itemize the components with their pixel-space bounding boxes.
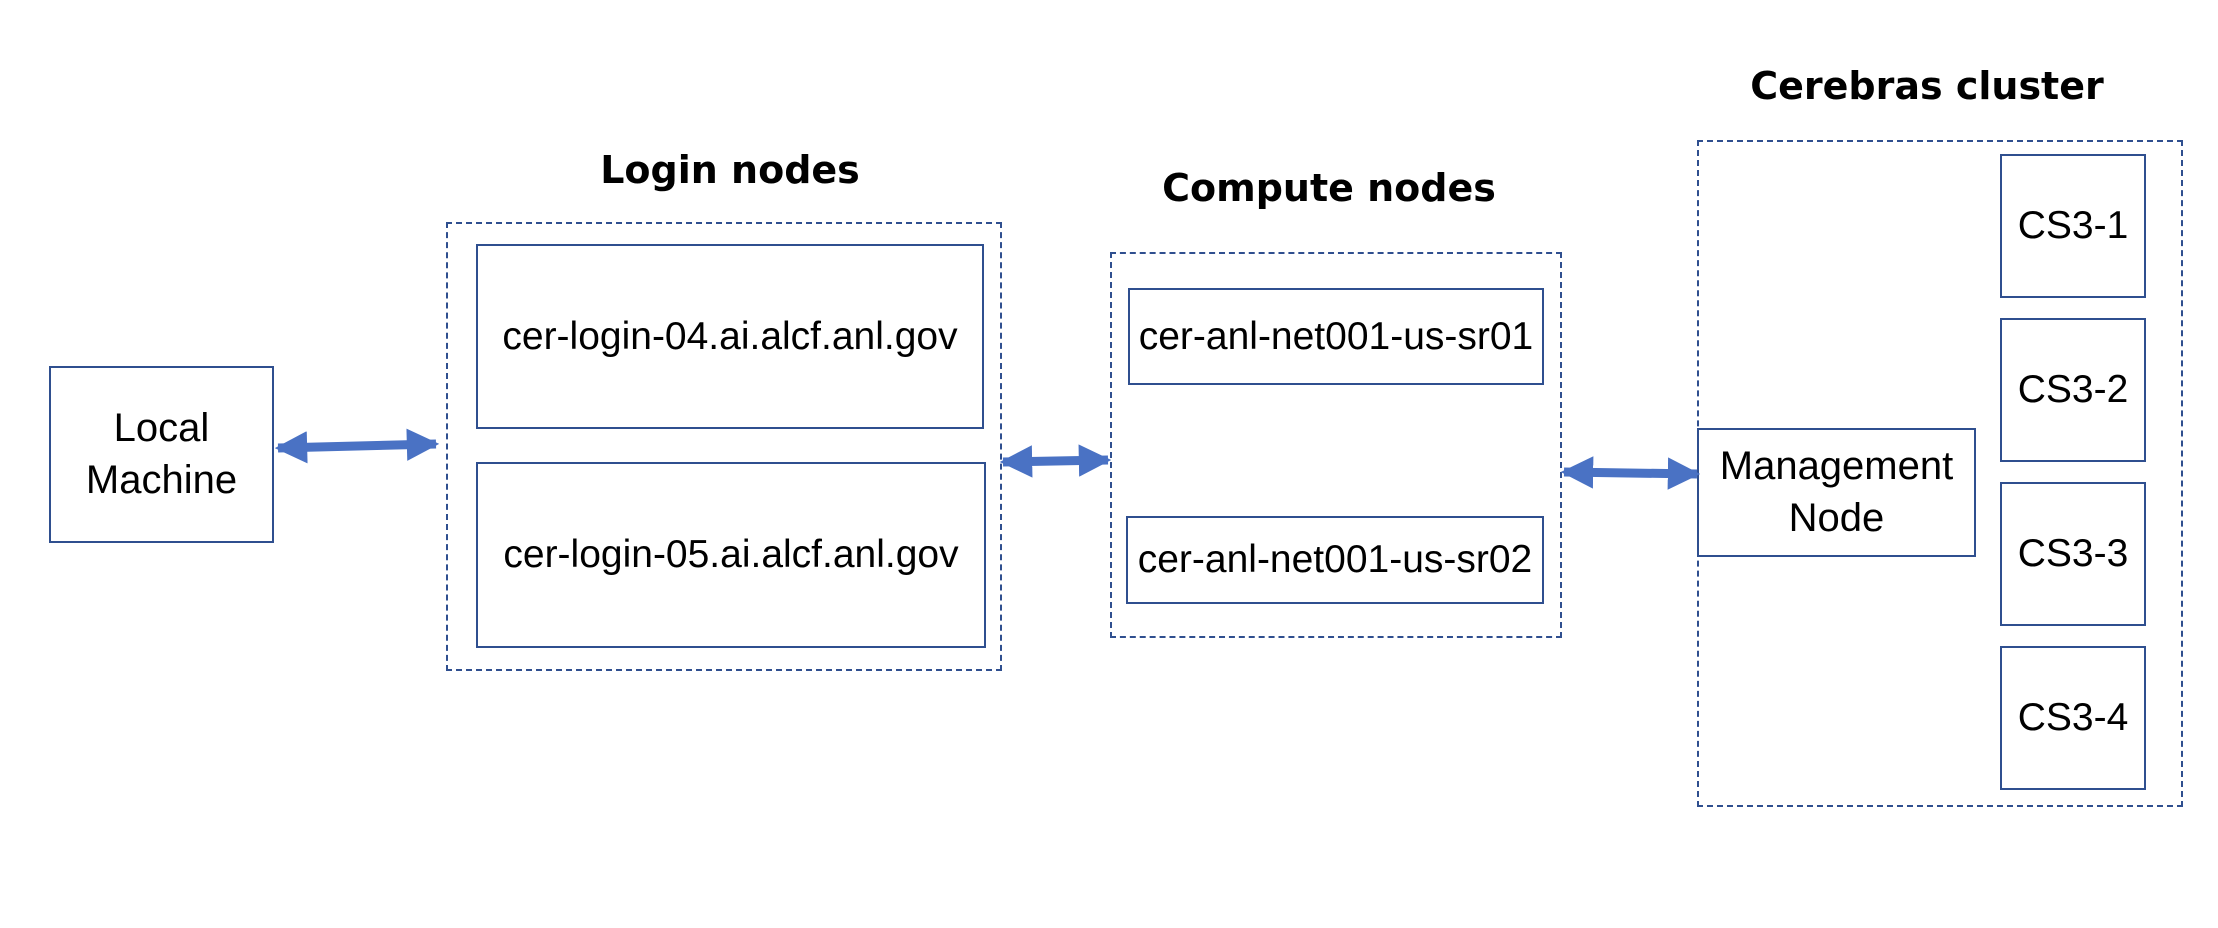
- cerebras-cluster-heading: Cerebras cluster: [1750, 64, 2104, 108]
- login-node-04-label: cer-login-04.ai.alcf.anl.gov: [502, 314, 958, 358]
- compute-node-sr02: cer-anl-net001-us-sr02: [1126, 516, 1544, 604]
- local-machine-box: Local Machine: [49, 366, 274, 543]
- local-machine-label-line1: Local: [113, 406, 210, 451]
- cs3-system-4-label: CS3-4: [2017, 696, 2129, 739]
- login-node-05: cer-login-05.ai.alcf.anl.gov: [476, 462, 986, 648]
- cs3-system-2-label: CS3-2: [2017, 368, 2129, 411]
- cs3-system-2: CS3-2: [2000, 318, 2146, 462]
- double-arrow-icon-login-compute: [999, 444, 1112, 478]
- compute-node-sr02-label: cer-anl-net001-us-sr02: [1137, 538, 1533, 581]
- compute-node-sr01-label: cer-anl-net001-us-sr01: [1138, 314, 1534, 358]
- cs3-system-3-label: CS3-3: [2017, 532, 2129, 575]
- double-arrow-icon-local-login: [274, 428, 440, 464]
- cs3-system-4: CS3-4: [2000, 646, 2146, 790]
- management-node-label-line2: Node: [1788, 495, 1885, 540]
- login-nodes-heading: Login nodes: [600, 148, 860, 192]
- management-node-label-line1: Management: [1719, 444, 1954, 489]
- compute-node-sr01: cer-anl-net001-us-sr01: [1128, 288, 1544, 385]
- login-node-05-label: cer-login-05.ai.alcf.anl.gov: [503, 533, 959, 576]
- login-node-04: cer-login-04.ai.alcf.anl.gov: [476, 244, 984, 429]
- double-arrow-icon-compute-cluster: [1560, 456, 1701, 490]
- management-node-label: Management Node: [1720, 441, 1953, 543]
- cs3-system-1: CS3-1: [2000, 154, 2146, 298]
- management-node: Management Node: [1697, 428, 1976, 557]
- local-machine-label-line2: Machine: [85, 457, 238, 502]
- cs3-system-3: CS3-3: [2000, 482, 2146, 626]
- cs3-system-1-label: CS3-1: [2017, 204, 2129, 247]
- compute-nodes-heading: Compute nodes: [1162, 166, 1496, 210]
- local-machine-label: Local Machine: [86, 403, 237, 505]
